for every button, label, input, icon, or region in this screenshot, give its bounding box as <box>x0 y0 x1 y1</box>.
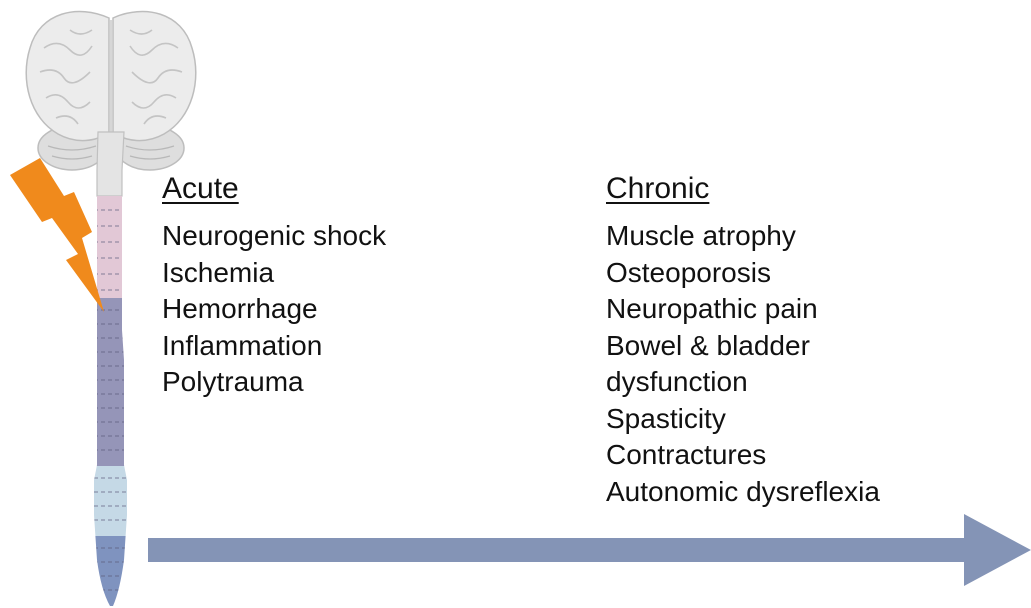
acute-item: Neurogenic shock <box>162 218 386 255</box>
lightning-bolt-icon <box>10 158 104 312</box>
acute-item: Hemorrhage <box>162 291 386 328</box>
acute-item: Inflammation <box>162 328 386 365</box>
chronic-item: Osteoporosis <box>606 255 880 292</box>
chronic-list: Muscle atrophy Osteoporosis Neuropathic … <box>606 218 880 510</box>
chronic-item: dysfunction <box>606 364 880 401</box>
brain-icon <box>26 11 196 196</box>
acute-heading: Acute <box>162 170 386 208</box>
chronic-heading: Chronic <box>606 170 880 208</box>
chronic-item: Spasticity <box>606 401 880 438</box>
chronic-item: Bowel & bladder <box>606 328 880 365</box>
chronic-item: Muscle atrophy <box>606 218 880 255</box>
acute-item: Polytrauma <box>162 364 386 401</box>
chronic-item: Neuropathic pain <box>606 291 880 328</box>
acute-item: Ischemia <box>162 255 386 292</box>
spinal-cord-icon <box>90 196 130 608</box>
chronic-item: Autonomic dysreflexia <box>606 474 880 511</box>
acute-section: Acute Neurogenic shock Ischemia Hemorrha… <box>162 170 386 401</box>
chronic-section: Chronic Muscle atrophy Osteoporosis Neur… <box>606 170 880 510</box>
timeline-arrow-icon <box>148 514 1031 586</box>
chronic-item: Contractures <box>606 437 880 474</box>
acute-list: Neurogenic shock Ischemia Hemorrhage Inf… <box>162 218 386 401</box>
